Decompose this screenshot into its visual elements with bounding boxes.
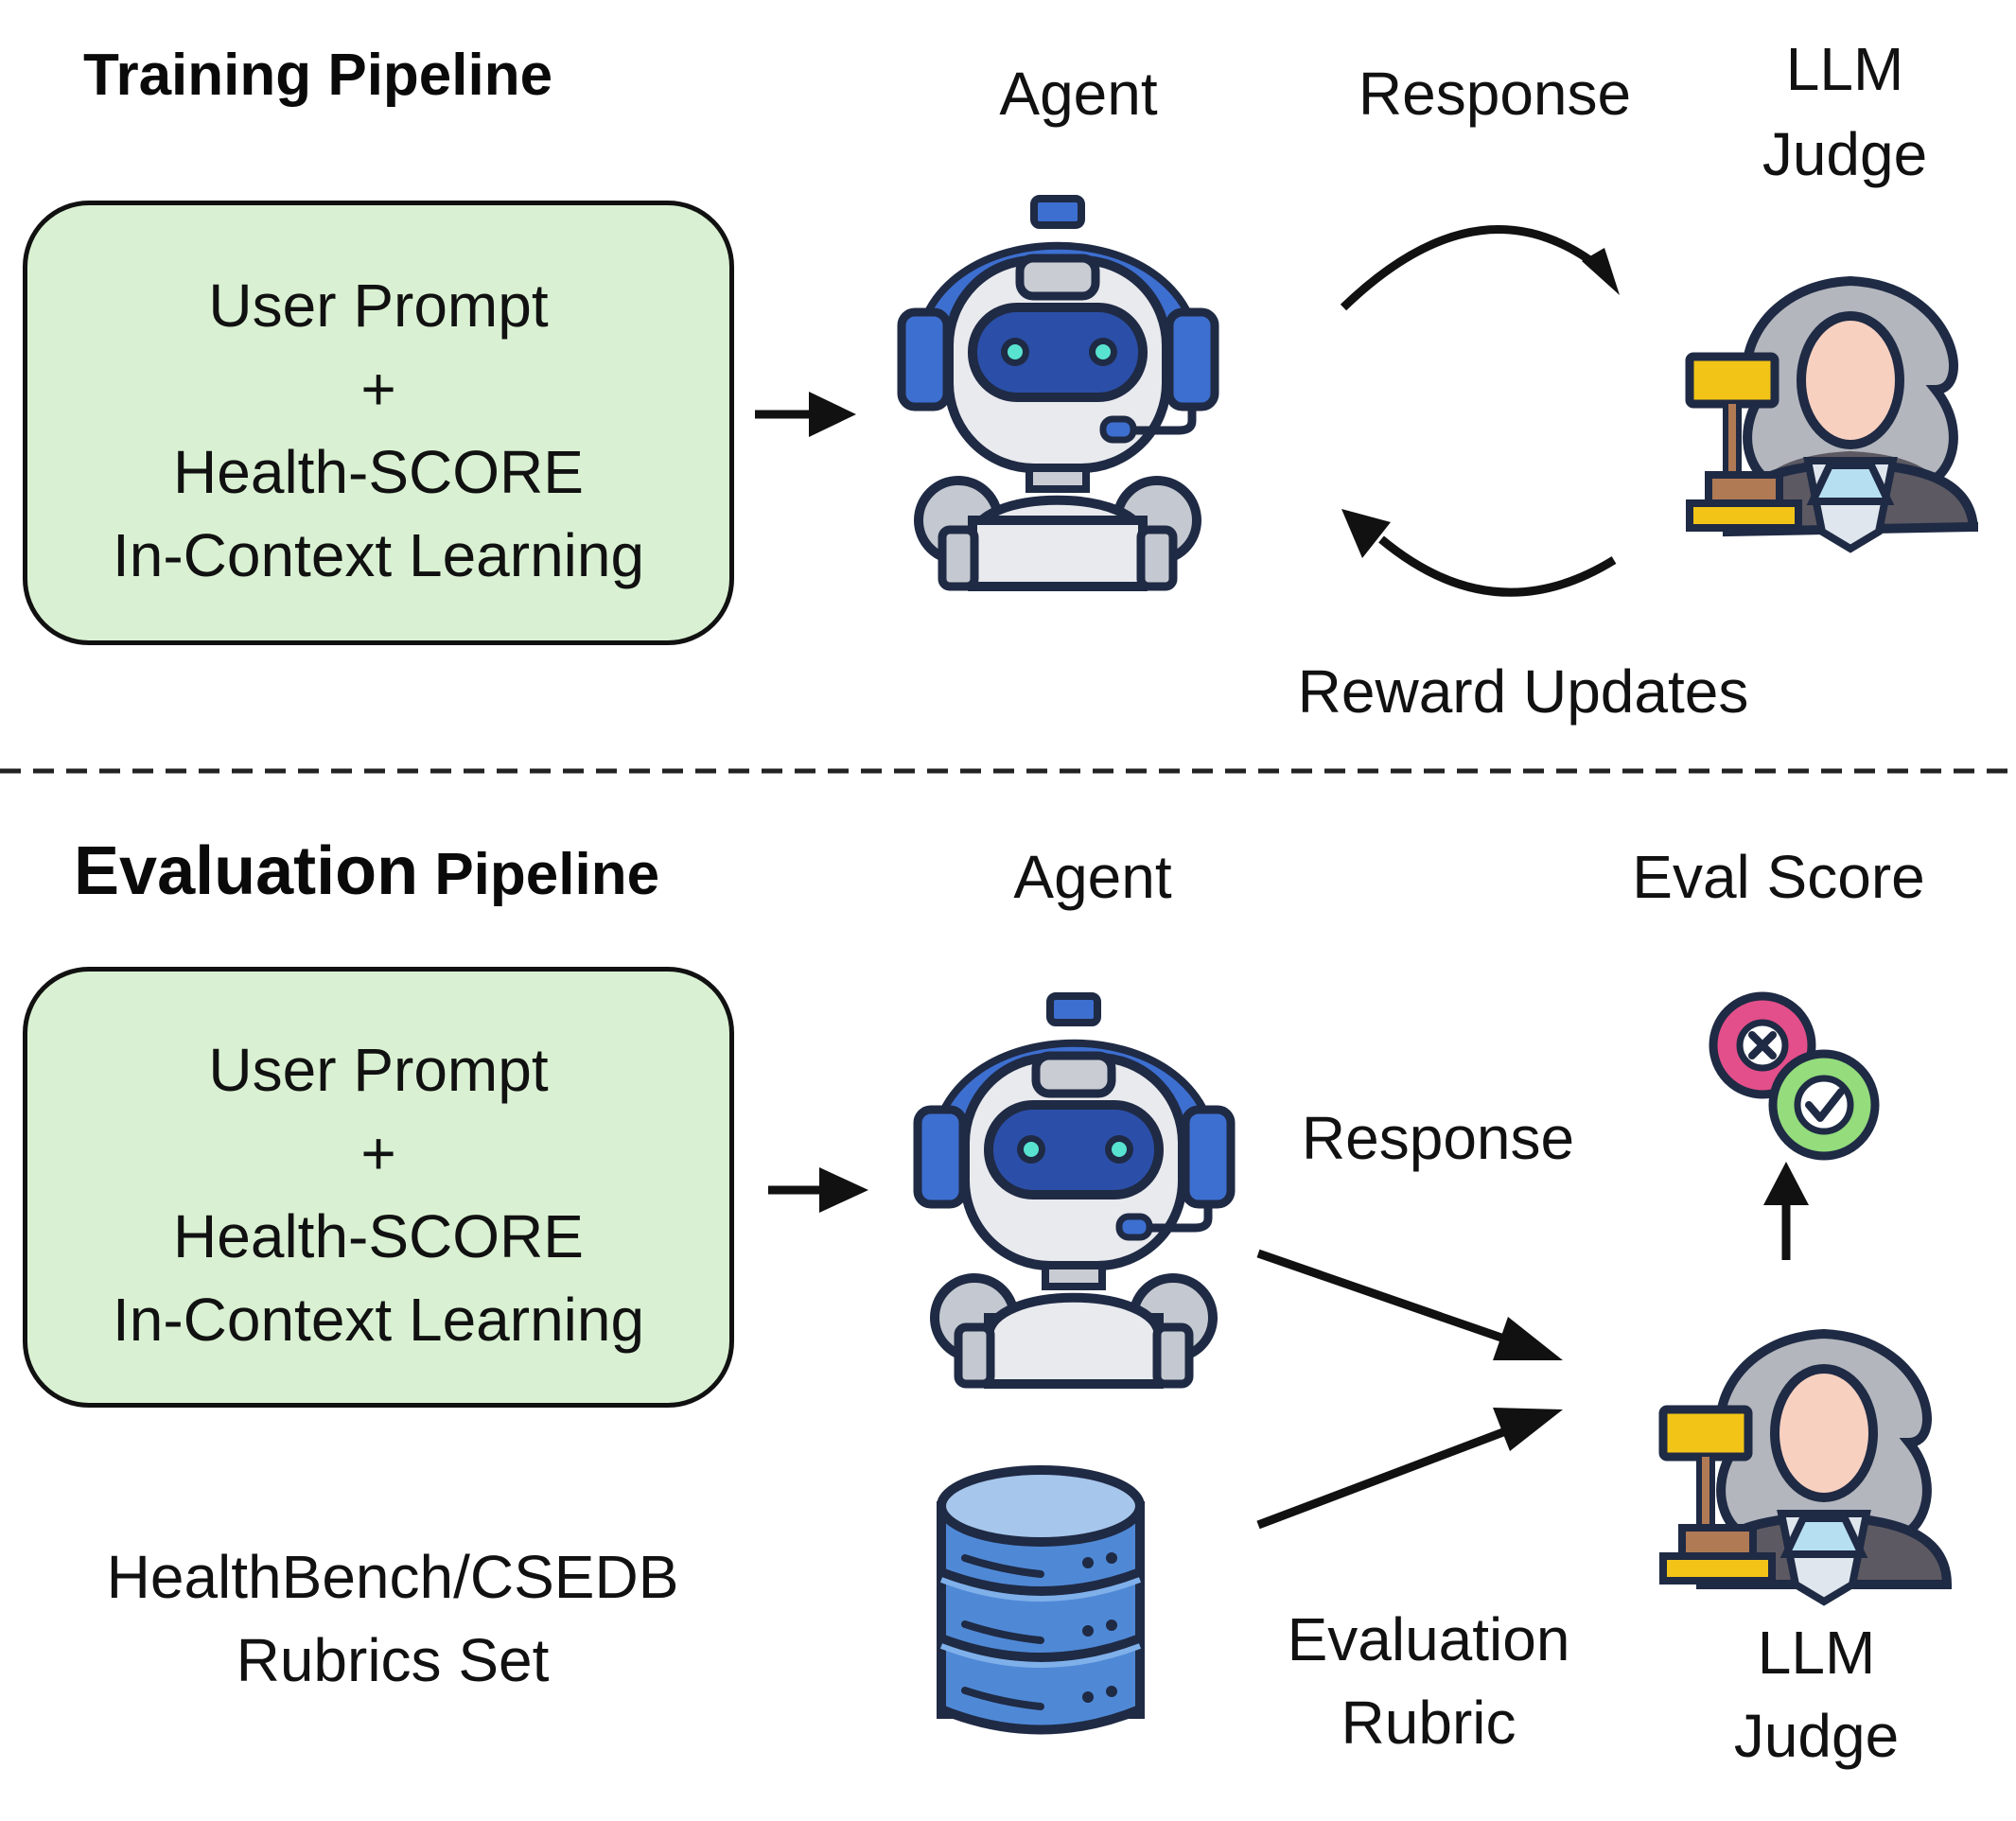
eval-prompt-line-icl: In-Context Learning [112,1286,645,1354]
judge-gavel-icon [1685,275,1978,553]
training-agent-label: Agent [999,60,1158,128]
evaluation-score-label: Eval Score [1632,843,1925,911]
eval-rubric-arrow [1256,1408,1563,1530]
training-prompt-to-agent-arrow [755,392,856,437]
evaluation-response-label: Response [1301,1104,1575,1172]
rubric-set-label-line1: HealthBench/CSEDB [106,1543,679,1611]
robot-headset-icon-eval [913,992,1236,1389]
eval-judge-to-score-arrow [1763,1162,1809,1260]
robot-headset-icon [897,195,1219,591]
eval-response-arrow [1256,1249,1563,1360]
training-response-arrow [1340,225,1620,311]
eval-prompt-line-user-prompt: User Prompt [208,1036,549,1104]
evaluation-judge-label-line2: Judge [1733,1702,1900,1770]
prompt-line-icl: In-Context Learning [112,521,645,589]
pass-fail-icon [1709,991,1880,1161]
eval-prompt-line-health-score: Health-SCORE [173,1202,584,1270]
prompt-line-user-prompt: User Prompt [208,271,549,340]
evaluation-prompt-box: User Prompt + Health-SCORE In-Context Le… [23,967,734,1408]
eval-title-part1: Evaluation [74,833,419,909]
eval-prompt-to-agent-arrow [768,1167,868,1213]
training-response-label: Response [1358,60,1632,128]
training-judge-label-line1: LLM [1785,35,1904,103]
training-reward-arrow [1341,509,1617,597]
eval-prompt-line-plus: + [360,1119,396,1187]
evaluation-judge-label-line1: LLM [1757,1619,1876,1687]
training-reward-label: Reward Updates [1297,657,1749,726]
rubric-set-label-line2: Rubrics Set [236,1626,550,1694]
prompt-line-plus: + [360,355,396,423]
database-icon [937,1465,1145,1735]
evaluation-rubric-label-line1: Evaluation [1287,1605,1570,1673]
eval-title-part2: Pipeline [434,842,660,907]
evaluation-pipeline-title: Evaluation Pipeline [74,832,659,910]
training-prompt-box: User Prompt + Health-SCORE In-Context Le… [23,201,734,645]
evaluation-agent-label: Agent [1013,843,1172,911]
evaluation-rubric-label-line2: Rubric [1341,1689,1516,1757]
prompt-line-health-score: Health-SCORE [173,438,584,506]
judge-gavel-icon-eval [1658,1328,1953,1606]
training-pipeline-title: Training Pipeline [83,43,553,108]
training-judge-label-line2: Judge [1762,120,1928,188]
